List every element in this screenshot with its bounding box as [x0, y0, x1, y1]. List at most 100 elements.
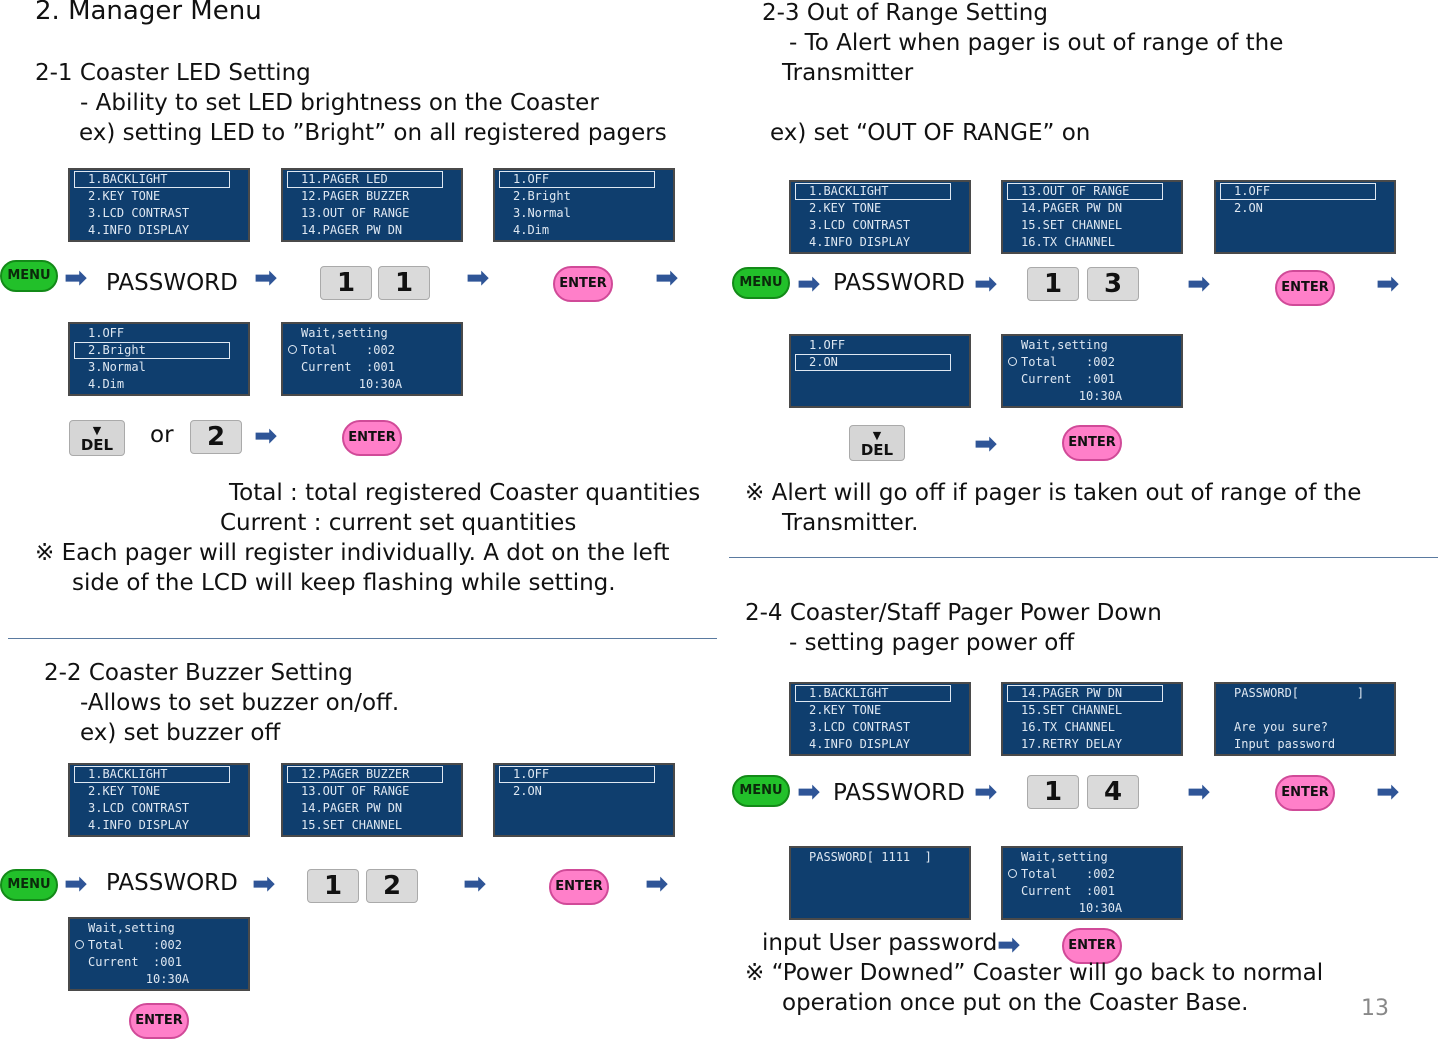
menu-button[interactable]: MENU [732, 267, 790, 299]
lcd-line: 4.Dim [88, 377, 125, 391]
lcd-line: 14.PAGER PW DN [1021, 201, 1123, 215]
lcd-line: 15.SET CHANNEL [1021, 703, 1123, 717]
enter-button[interactable]: ENTER [1062, 928, 1122, 964]
lcd-line [795, 866, 969, 883]
lcd-line: 1.BACKLIGHT [795, 685, 951, 702]
lcd-line [795, 900, 969, 917]
lcd-line [499, 817, 673, 834]
lcd-screen-pager-led: 11.PAGER LED 12.PAGER BUZZER 13.OUT OF R… [281, 168, 463, 242]
lcd-screen-main-menu: 1.BACKLIGHT 2.KEY TONE 3.LCD CONTRAST 4.… [789, 180, 971, 254]
arrow-right-icon: ➡ [64, 867, 88, 900]
lcd-line: 2.Bright [74, 342, 230, 359]
lcd-line: 1.OFF [88, 326, 125, 340]
arrow-right-icon: ➡ [797, 267, 821, 300]
arrow-right-icon: ➡ [252, 867, 276, 900]
lcd-line: 3.Normal [513, 206, 571, 220]
del-button[interactable]: ▼ DEL [849, 425, 905, 461]
lcd-line: 13.OUT OF RANGE [301, 206, 410, 220]
lcd-line: Current :001 [88, 955, 182, 969]
arrow-right-icon: ➡ [64, 261, 88, 294]
arrow-right-icon: ➡ [466, 261, 490, 294]
key-1-button[interactable]: 1 [1027, 775, 1079, 809]
password-label: PASSWORD [833, 270, 965, 296]
lcd-line [795, 371, 969, 388]
menu-button[interactable]: MENU [0, 260, 58, 292]
lcd-line: 12.PAGER BUZZER [301, 189, 410, 203]
enter-button[interactable]: ENTER [1062, 425, 1122, 461]
key-1-button[interactable]: 1 [1027, 267, 1079, 301]
lcd-line-text: Total :002 [88, 938, 182, 952]
lcd-screen-password-prompt: PASSWORD[ ] Are you sure? Input password [1214, 682, 1396, 756]
key-3-button[interactable]: 3 [1087, 267, 1139, 301]
lcd-line: 10:30A [1021, 901, 1123, 915]
key-2-button[interactable]: 2 [366, 869, 418, 903]
lcd-line: 4.Dim [513, 223, 550, 237]
lcd-screen-main-menu: 1.BACKLIGHT 2.KEY TONE 3.LCD CONTRAST 4.… [789, 682, 971, 756]
lcd-screen-wait-setting: Wait,setting Total :002 Current :001 10:… [1001, 846, 1183, 920]
lcd-line: 4.INFO DISPLAY [88, 223, 190, 237]
lcd-line: 11.PAGER LED [287, 171, 443, 188]
section-2-1-heading: 2-1 Coaster LED Setting [35, 60, 311, 86]
note-alert-1: ※ Alert will go off if pager is taken ou… [745, 480, 1362, 506]
lcd-line: 2.KEY TONE [809, 703, 882, 717]
lcd-line [499, 800, 673, 817]
lcd-line: 10:30A [301, 377, 403, 391]
enter-button[interactable]: ENTER [342, 420, 402, 456]
section-2-2-example: ex) set buzzer off [80, 720, 281, 746]
lcd-screen-out-of-range: 13.OUT OF RANGE 14.PAGER PW DN 15.SET CH… [1001, 180, 1183, 254]
note-power-down-1: ※ “Power Downed” Coaster will go back to… [745, 960, 1324, 986]
section-2-1-description: - Ability to set LED brightness on the C… [80, 90, 599, 116]
lcd-line: 1.OFF [1220, 183, 1376, 200]
lcd-line: 15.SET CHANNEL [1021, 218, 1123, 232]
section-2-3-heading: 2-3 Out of Range Setting [762, 0, 1048, 26]
enter-button[interactable]: ENTER [553, 266, 613, 302]
key-4-button[interactable]: 4 [1087, 775, 1139, 809]
enter-button[interactable]: ENTER [1275, 270, 1335, 306]
lcd-screen-password-entered: PASSWORD[ 1111 ] [789, 846, 971, 920]
key-1-button[interactable]: 1 [320, 266, 372, 300]
lcd-line: 3.LCD CONTRAST [88, 206, 190, 220]
lcd-line [795, 388, 969, 405]
enter-button[interactable]: ENTER [549, 869, 609, 905]
section-2-3-description-2: Transmitter [782, 60, 914, 86]
lcd-line: 4.INFO DISPLAY [88, 818, 190, 832]
lcd-screen-wait-setting: Wait,setting Total :002 Current :001 10:… [68, 917, 250, 991]
lcd-line: 2.ON [795, 354, 951, 371]
lcd-line-text: Total :002 [1021, 867, 1115, 881]
section-2-4-heading: 2-4 Coaster/Staff Pager Power Down [745, 600, 1162, 626]
lcd-line [1220, 702, 1394, 719]
lcd-line: Wait,setting [1021, 338, 1108, 352]
section-2-1-example: ex) setting LED to ”Bright” on all regis… [79, 120, 667, 146]
lcd-line: 17.RETRY DELAY [1021, 737, 1123, 751]
note-total: Total : total registered Coaster quantit… [229, 480, 701, 506]
divider [8, 638, 717, 639]
arrow-right-icon: ➡ [1187, 267, 1211, 300]
page-number: 13 [1361, 996, 1389, 1021]
del-button[interactable]: ▼ DEL [69, 420, 125, 456]
arrow-right-icon: ➡ [1187, 775, 1211, 808]
lcd-line: Current :001 [301, 360, 395, 374]
menu-button[interactable]: MENU [732, 775, 790, 807]
lcd-line: Total :002 [1007, 354, 1181, 371]
lcd-line: Wait,setting [301, 326, 388, 340]
enter-button[interactable]: ENTER [1275, 775, 1335, 811]
menu-button[interactable]: MENU [0, 869, 58, 901]
lcd-line: 13.OUT OF RANGE [301, 784, 410, 798]
lcd-line-text: Total :002 [301, 343, 395, 357]
arrow-right-icon: ➡ [645, 867, 669, 900]
lcd-line: Total :002 [1007, 866, 1181, 883]
note-alert-2: Transmitter. [782, 510, 919, 536]
arrow-right-icon: ➡ [254, 419, 278, 452]
section-2-3-description-1: - To Alert when pager is out of range of… [789, 30, 1284, 56]
flashing-dot-icon [1008, 357, 1017, 366]
arrow-right-icon: ➡ [974, 267, 998, 300]
enter-button[interactable]: ENTER [129, 1003, 189, 1039]
section-2-3-example: ex) set “OUT OF RANGE” on [770, 120, 1091, 146]
lcd-line: 10:30A [1021, 389, 1123, 403]
key-1-button[interactable]: 1 [307, 869, 359, 903]
lcd-line: 1.OFF [499, 171, 655, 188]
key-2-button[interactable]: 2 [190, 420, 242, 454]
lcd-line-text: Total :002 [1021, 355, 1115, 369]
lcd-line: 1.OFF [809, 338, 846, 352]
key-1-button[interactable]: 1 [378, 266, 430, 300]
